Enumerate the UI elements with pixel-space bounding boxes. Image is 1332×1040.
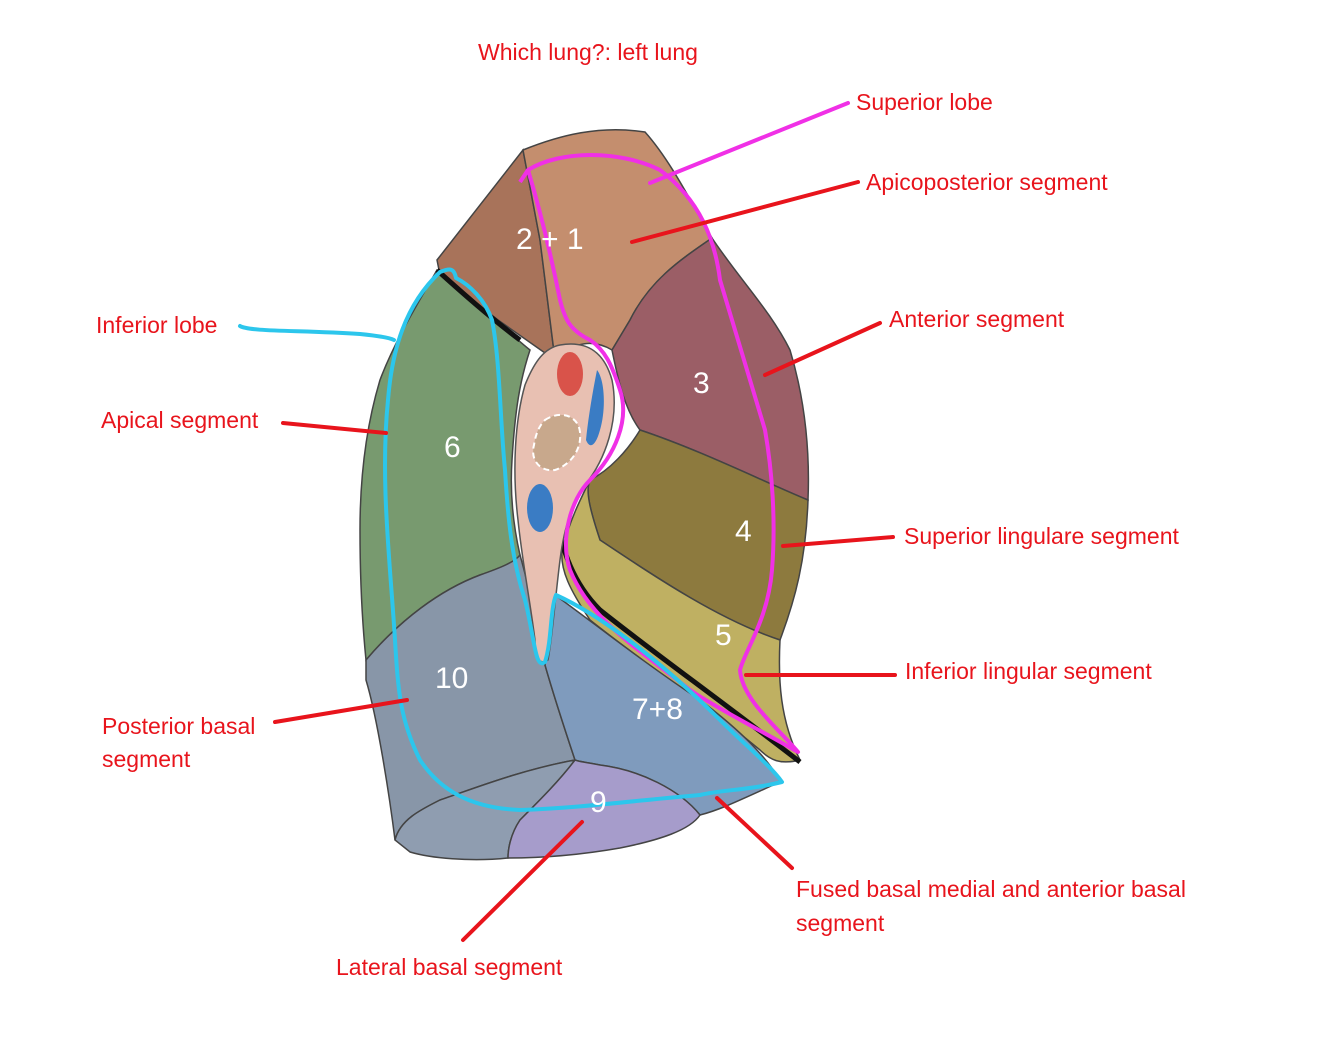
- label-inferior-lobe: Inferior lobe: [96, 312, 218, 338]
- leader-fused-basal: [715, 796, 794, 870]
- lung-segments: [359, 129, 810, 861]
- hilum: [514, 343, 615, 663]
- inferior-lobe-outline: [383, 267, 784, 812]
- segment-5: [561, 479, 802, 763]
- label-apicoposterior-segment: Apicoposterior segment: [866, 169, 1108, 195]
- superior-lobe-start-tick: [518, 168, 530, 184]
- vein-lower: [527, 484, 553, 532]
- label-lateral-basal-segment: Lateral basal segment: [336, 954, 563, 980]
- leader-apical: [281, 421, 388, 435]
- label-fused-basal-segment-line1: Fused basal medial and anterior basal: [796, 876, 1186, 902]
- artery-shape: [557, 352, 583, 396]
- segment-number-7-8: 7+8: [632, 693, 683, 726]
- leader-apicoposterior: [630, 180, 860, 244]
- leader-lines: [238, 101, 897, 942]
- segment-number-3: 3: [693, 367, 710, 400]
- leader-superior-lobe: [648, 101, 850, 185]
- segment-number-2-1: 2 + 1: [516, 223, 584, 256]
- segment-number-5: 5: [715, 619, 732, 652]
- segment-number-4: 4: [735, 515, 752, 548]
- label-fused-basal-segment-line2: segment: [796, 910, 885, 936]
- leader-inferior-lobe: [238, 324, 396, 342]
- bronchus: [532, 413, 582, 472]
- label-apical-segment: Apical segment: [101, 407, 259, 433]
- superior-lobe-outline: [526, 153, 800, 754]
- label-posterior-basal-segment-line2: segment: [102, 746, 191, 772]
- label-anterior-segment: Anterior segment: [889, 306, 1065, 332]
- segment-number-9: 9: [590, 786, 607, 819]
- label-superior-lobe: Superior lobe: [856, 89, 993, 115]
- label-posterior-basal-segment-line1: Posterior basal: [102, 713, 256, 739]
- segment-number-6: 6: [444, 431, 461, 464]
- segment-9: [507, 759, 701, 859]
- vein-upper: [586, 370, 604, 446]
- leader-posterior-basal: [273, 698, 409, 724]
- leader-lateral-basal: [461, 820, 584, 942]
- leader-superior-lingular: [781, 535, 895, 548]
- label-superior-lingular-segment: Superior lingulare segment: [904, 523, 1179, 549]
- label-inferior-lingular-segment: Inferior lingular segment: [905, 658, 1152, 684]
- diagram-title: Which lung?: left lung: [478, 39, 698, 65]
- segment-numbers: 2 + 1 3 4 5 6 10 7+8 9: [435, 223, 752, 819]
- segment-number-10: 10: [435, 662, 468, 695]
- leader-anterior: [763, 321, 882, 377]
